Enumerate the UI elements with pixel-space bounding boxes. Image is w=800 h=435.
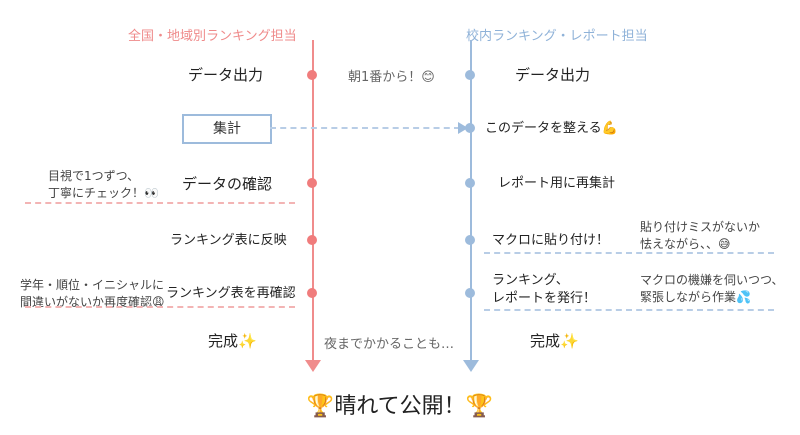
right-step-publish: ランキング、 レポートを発行！ [492, 272, 596, 308]
center-note-morning: 朝1番から！😊 [348, 70, 435, 85]
right-step-data-output: データ出力 [515, 66, 591, 84]
right-step-4-dot [465, 235, 475, 245]
right-step-2-dot [465, 123, 475, 133]
left-column-header: 全国・地域別ランキング担当 [128, 29, 297, 44]
right-note-paste-worry-line1: 貼り付けミスがないか [640, 220, 761, 234]
left-divider-2 [25, 306, 295, 308]
right-timeline [470, 40, 472, 370]
right-note-paste-worry-line2: 怯えながら、、😅 [640, 237, 731, 251]
left-note-visual-check-line1: 目視で1つずつ、 [48, 169, 140, 183]
left-step-3-dot [307, 178, 317, 188]
right-divider-2 [484, 309, 774, 311]
right-step-5-dot [465, 288, 475, 298]
right-note-macro-mood-line1: マクロの機嫌を伺いつつ、 [640, 273, 784, 287]
left-note-visual-check: 目視で1つずつ、 丁寧にチェック！👀 [48, 168, 159, 202]
left-step-5-dot [307, 288, 317, 298]
right-step-recount: レポート用に再集計 [498, 176, 616, 191]
left-note-recheck-line2: 間違いがないか再度確認😩 [20, 295, 165, 309]
final-publish-banner: 🏆晴れて公開！🏆 [0, 388, 800, 420]
left-divider-1 [25, 202, 295, 204]
left-step-aggregate-box: 集計 [182, 114, 272, 144]
left-note-recheck-line1: 学年・順位・イニシャルに [20, 278, 165, 292]
right-step-complete: 完成✨ [530, 332, 579, 350]
right-step-publish-line1: ランキング、 [492, 273, 569, 288]
left-step-4-dot [307, 235, 317, 245]
left-note-visual-check-line2: 丁寧にチェック！👀 [48, 186, 159, 200]
handoff-arrowhead-icon [458, 122, 468, 134]
right-column-header: 校内ランキング・レポート担当 [466, 29, 648, 44]
left-step-ranking-recheck: ランキング表を再確認 [166, 286, 296, 301]
right-divider-1 [484, 252, 774, 254]
left-step-1-dot [307, 70, 317, 80]
right-note-paste-worry: 貼り付けミスがないか 怯えながら、、😅 [640, 219, 760, 253]
final-publish-text: 晴れて公開！ [334, 394, 466, 419]
right-timeline-arrow-icon [463, 360, 479, 372]
right-step-1-dot [465, 70, 475, 80]
left-step-data-output: データ出力 [188, 66, 264, 84]
left-timeline-arrow-icon [305, 360, 321, 372]
trophy-left-icon: 🏆 [306, 394, 335, 419]
right-note-macro-mood: マクロの機嫌を伺いつつ、 緊張しながら作業💦 [640, 272, 784, 306]
left-timeline [312, 40, 314, 370]
center-note-night: 夜までかかることも… [324, 337, 455, 352]
left-step-complete: 完成✨ [208, 332, 257, 350]
left-step-data-check: データの確認 [182, 175, 273, 193]
right-note-macro-mood-line2: 緊張しながら作業💦 [640, 290, 751, 304]
aggregate-handoff-arrow [270, 127, 460, 129]
right-step-prepare-data: このデータを整える💪 [485, 121, 618, 136]
right-step-publish-line2: レポートを発行！ [492, 291, 597, 306]
left-step-ranking-reflect: ランキング表に反映 [170, 233, 287, 248]
trophy-right-icon: 🏆 [465, 394, 494, 419]
left-note-recheck: 学年・順位・イニシャルに 間違いがないか再度確認😩 [20, 277, 165, 311]
right-step-3-dot [465, 178, 475, 188]
right-step-paste-macro: マクロに貼り付け！ [492, 233, 610, 248]
left-step-aggregate-label: 集計 [213, 121, 241, 137]
